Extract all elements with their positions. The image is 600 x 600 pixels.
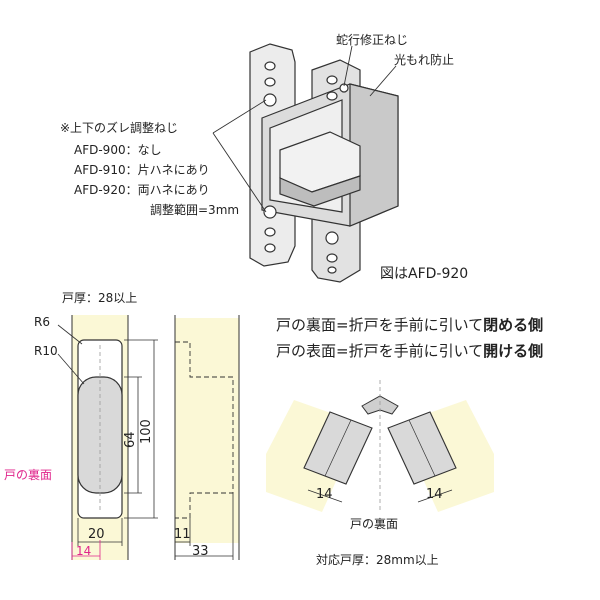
side-view xyxy=(174,315,240,560)
dim-100: 100 xyxy=(139,419,154,444)
fold-dim-right: 14 xyxy=(426,487,443,502)
figure-caption: 図はAFD-920 xyxy=(380,266,468,282)
hinge-illustration xyxy=(249,43,399,283)
light-leak-label: 光もれ防止 xyxy=(394,52,454,67)
folding-view xyxy=(266,380,494,512)
min-thickness-label: 対応戸厚：28mm以上 xyxy=(316,553,439,567)
note-line-2: 戸の表面=折戸を手前に引いて開ける側 xyxy=(276,342,543,360)
adjust-range: 調整範囲=3mm xyxy=(150,202,239,217)
r6-label: R6 xyxy=(34,315,50,329)
meander-screw-label: 蛇行修正ねじ xyxy=(336,32,408,47)
leader-lines xyxy=(212,45,397,213)
dim-11: 11 xyxy=(174,527,191,542)
dim-64: 64 xyxy=(123,431,138,448)
front-view xyxy=(57,315,158,560)
adjust-row-920: AFD-920：両ハネにあり xyxy=(74,183,210,197)
fold-door-back-label: 戸の裏面 xyxy=(350,516,398,531)
note-line-1: 戸の裏面=折戸を手前に引いて閉める側 xyxy=(276,316,543,334)
door-thickness-label: 戸厚：28以上 xyxy=(62,291,137,305)
dim-33: 33 xyxy=(192,544,209,559)
dim-14-pink: 14 xyxy=(76,544,91,558)
adjust-row-900: AFD-900：なし xyxy=(74,143,162,157)
adjust-row-910: AFD-910：片ハネにあり xyxy=(74,163,210,177)
door-back-pink-label: 戸の裏面 xyxy=(4,467,52,482)
r10-label: R10 xyxy=(34,344,58,358)
dim-20: 20 xyxy=(88,527,105,542)
adjust-screw-title: ※上下のズレ調整ねじ xyxy=(60,120,178,135)
fold-dim-left: 14 xyxy=(316,487,333,502)
